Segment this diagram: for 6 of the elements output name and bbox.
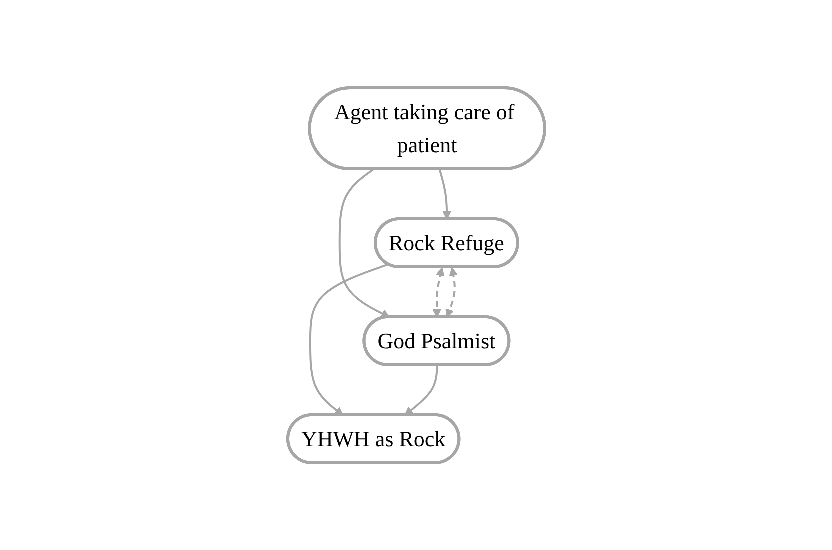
arrow (438, 168, 451, 220)
arrow (309, 263, 388, 416)
arrow (445, 266, 458, 318)
arrow (432, 266, 444, 318)
arrow (338, 168, 390, 318)
arrow (404, 364, 438, 416)
